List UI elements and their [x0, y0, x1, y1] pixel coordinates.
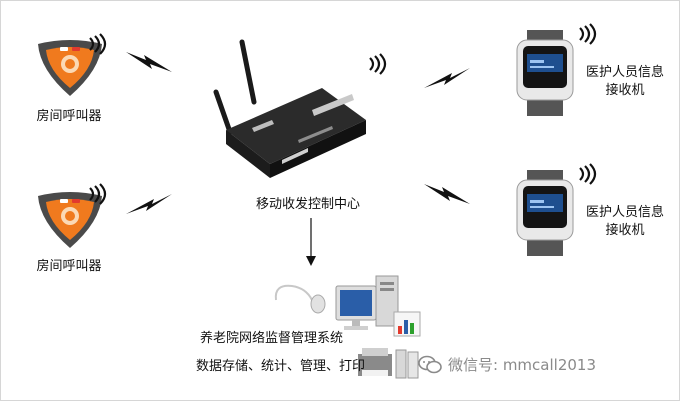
lightning-bolt-icon	[126, 52, 172, 72]
room-caller-top	[30, 38, 110, 98]
signal-waves-caller-bottom	[88, 183, 107, 205]
lightning-bolt-icon	[424, 184, 470, 204]
management-system-title: 养老院网络监督管理系统	[200, 331, 344, 346]
wifi-signal-icon	[89, 183, 107, 205]
management-system-subtitle: 数据存储、统计、管理、打印	[196, 359, 366, 374]
receiver-bottom-device	[515, 170, 575, 256]
receiver-bottom-label-line2: 接收机	[605, 223, 645, 238]
receiver-top-label-line1: 医护人员信息	[585, 65, 664, 80]
room-caller-icon	[38, 192, 102, 248]
receiver-bottom-label-line1: 医护人员信息	[585, 205, 664, 220]
wrist-receiver-icon	[516, 30, 574, 116]
control-center-device	[212, 39, 372, 180]
arrow-down	[305, 218, 317, 268]
lightning-bolt-icon	[126, 194, 172, 214]
signal-waves-control-center	[368, 53, 387, 75]
room-caller-icon	[38, 40, 102, 96]
watermark-text: 微信号: mmcall2013	[448, 356, 596, 374]
arrow-down-icon	[306, 218, 316, 266]
wireless-link-caller-top	[126, 50, 172, 74]
signal-waves-receiver-bottom	[578, 163, 597, 185]
management-computer-cluster	[272, 275, 422, 338]
printer-and-files	[356, 346, 420, 380]
room-caller-bottom-label: 房间呼叫器	[36, 259, 102, 274]
wifi-signal-icon	[89, 33, 107, 55]
receiver-top-device	[515, 30, 575, 116]
lightning-bolt-icon	[424, 68, 470, 88]
room-caller-bottom	[30, 190, 110, 250]
signal-waves-receiver-top	[578, 23, 597, 45]
wireless-link-receiver-top	[424, 68, 470, 92]
wrist-receiver-icon	[516, 170, 574, 256]
wireless-router-icon	[213, 39, 366, 178]
receiver-top-label: 医护人员信息 接收机	[580, 64, 670, 100]
receiver-bottom-label: 医护人员信息 接收机	[580, 204, 670, 240]
watermark: 微信号: mmcall2013	[418, 354, 596, 375]
wifi-signal-icon	[579, 163, 597, 185]
signal-waves-caller-top	[88, 33, 107, 55]
receiver-top-label-line2: 接收机	[605, 83, 645, 98]
wireless-link-caller-bottom	[126, 194, 172, 218]
printer-icon	[358, 348, 419, 379]
wifi-signal-icon	[369, 53, 387, 75]
wifi-signal-icon	[579, 23, 597, 45]
wechat-logo-icon	[418, 355, 442, 373]
wireless-link-receiver-bottom	[424, 182, 470, 206]
computer-system-icon	[274, 275, 421, 337]
room-caller-top-label: 房间呼叫器	[36, 109, 102, 124]
control-center-label: 移动收发控制中心	[255, 197, 360, 212]
